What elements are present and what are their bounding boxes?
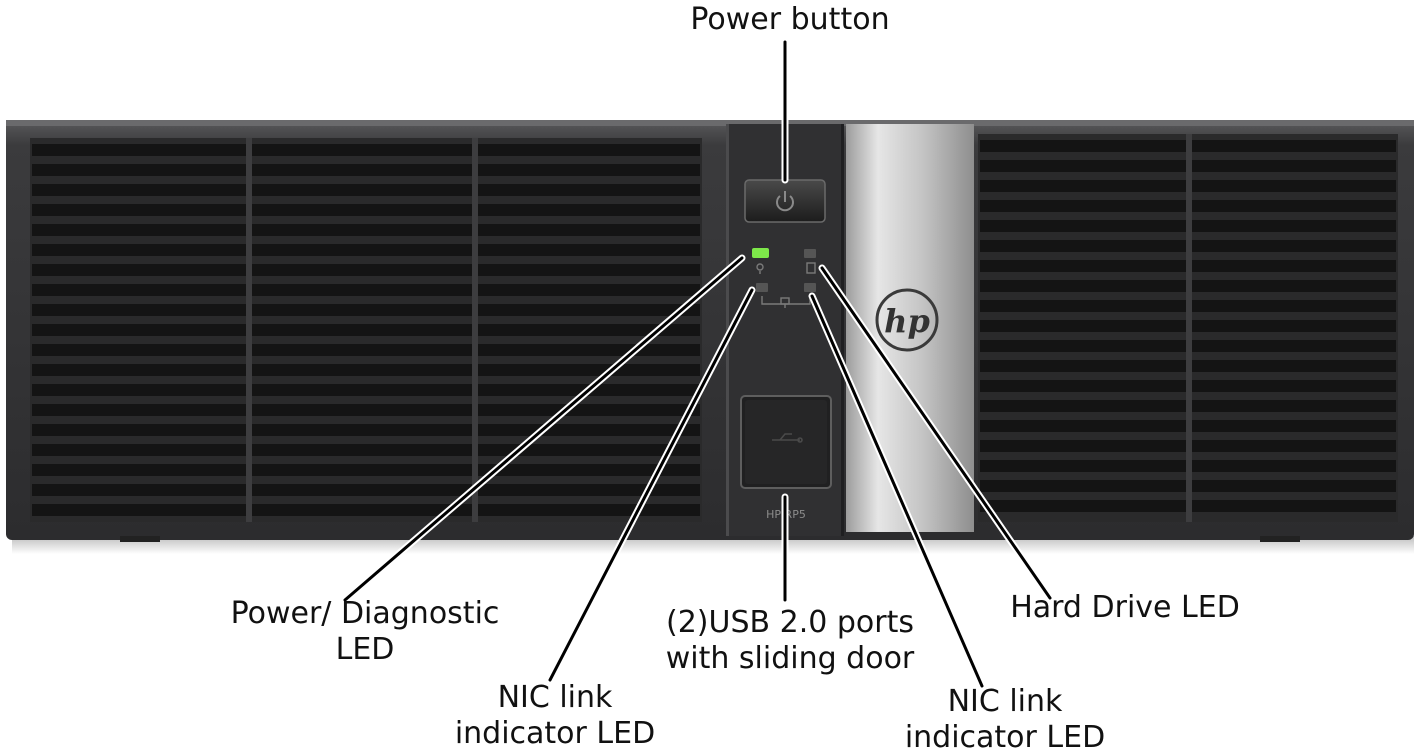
- nic-link-led-right: [804, 283, 816, 292]
- vent-slot: [32, 344, 700, 356]
- left-vent-grille: [30, 138, 702, 522]
- label-line: indicator LED: [904, 720, 1106, 755]
- vent-slot: [32, 224, 700, 236]
- nic-link-led-left: [756, 283, 768, 292]
- lightbulb-icon: [756, 263, 764, 274]
- hp-logo: hp: [884, 302, 930, 340]
- vent-slot: [32, 444, 700, 456]
- vent-slot: [32, 324, 700, 336]
- vent-slot: [32, 504, 700, 516]
- power-led-leader: [343, 256, 744, 602]
- vent-slot: [32, 204, 700, 216]
- vent-slot: [32, 404, 700, 416]
- hard-drive-icon: [806, 262, 816, 274]
- label-line: with sliding door: [665, 641, 915, 676]
- power-symbol-icon: [776, 191, 794, 212]
- vent-slot: [32, 424, 700, 436]
- label-line: NIC link: [947, 684, 1063, 719]
- vent-slot: [32, 184, 700, 196]
- label-power-button: Power button: [640, 2, 940, 38]
- hard-drive-led-top: [804, 249, 816, 258]
- vent-slot: [32, 244, 700, 256]
- label-line: Hard Drive LED: [1010, 590, 1240, 625]
- label-line: Power button: [690, 2, 890, 37]
- vent-slot: [32, 304, 700, 316]
- vent-slot: [32, 464, 700, 476]
- nic-right-leader: [810, 294, 984, 688]
- vent-slot: [32, 264, 700, 276]
- label-line: Power/ Diagnostic: [230, 596, 500, 631]
- label-line: (2)USB 2.0 ports: [666, 605, 914, 640]
- vent-slot: [32, 484, 700, 496]
- hdd-led-leader: [820, 266, 1052, 600]
- vent-slot: [32, 144, 700, 156]
- vent-slot: [32, 364, 700, 376]
- floor-shadow: [12, 536, 1414, 554]
- label-line: LED: [335, 632, 395, 667]
- vent-slot: [32, 384, 700, 396]
- power-diagnostic-led: [752, 248, 769, 258]
- vent-slot: [32, 284, 700, 296]
- label-hard-drive-led: Hard Drive LED: [990, 590, 1260, 626]
- label-line: indicator LED: [454, 716, 656, 751]
- leader-lines: [341, 38, 1054, 690]
- nic-left-leader: [548, 288, 754, 682]
- usb-icon: [772, 433, 803, 443]
- power-button[interactable]: [744, 179, 826, 223]
- label-line: NIC link: [497, 680, 613, 715]
- usb-sliding-door[interactable]: [740, 395, 832, 489]
- right-vent-grille: [978, 134, 1398, 522]
- vent-slot: [32, 164, 700, 176]
